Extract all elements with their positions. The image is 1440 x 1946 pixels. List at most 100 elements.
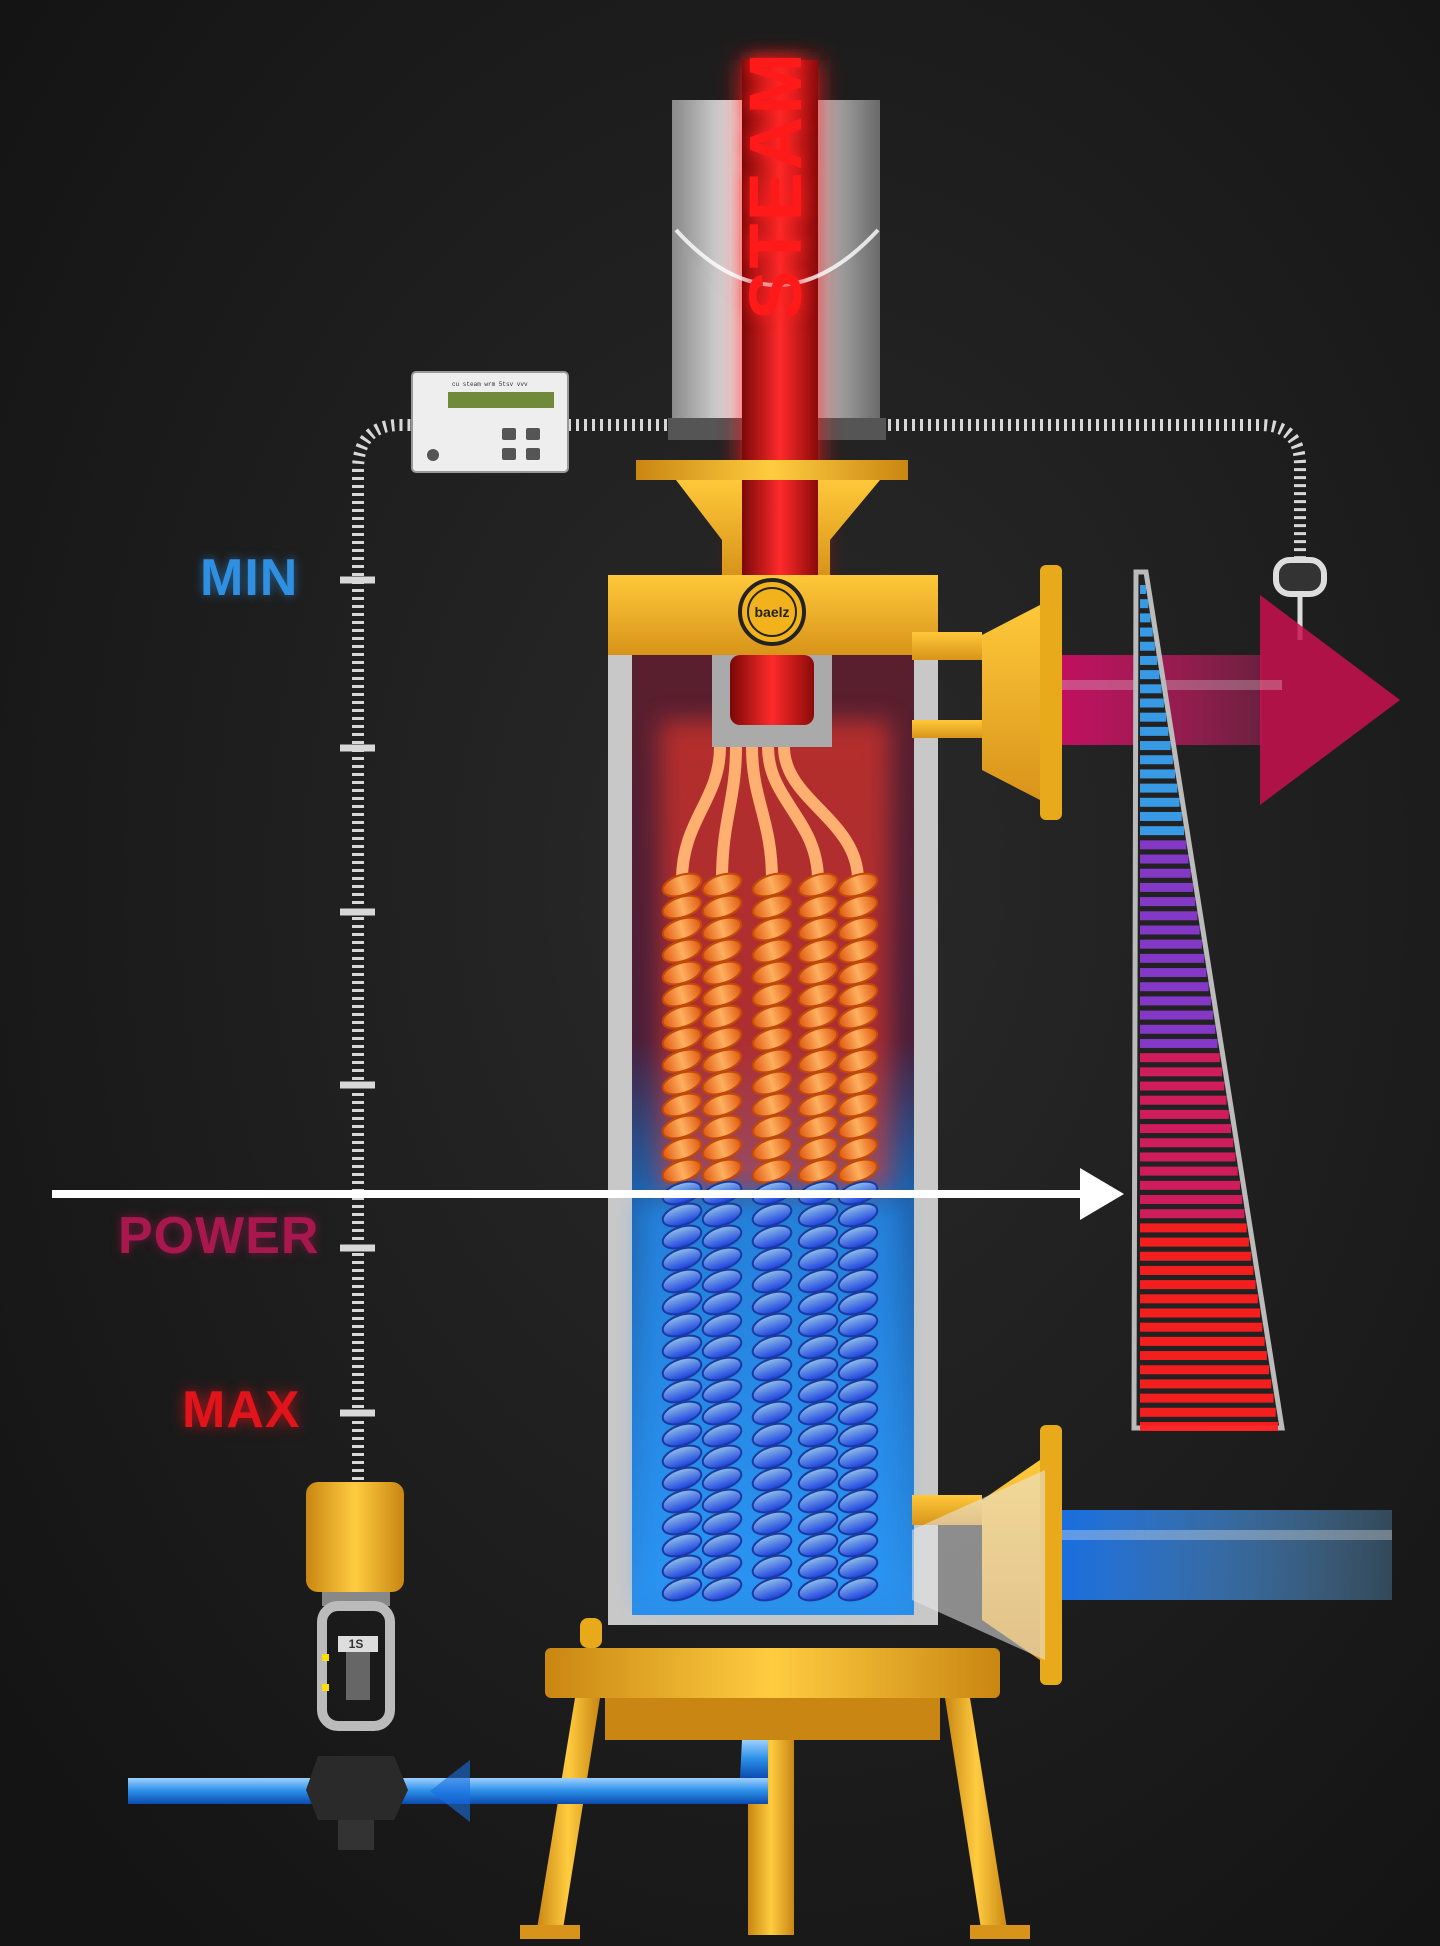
gauge-stripe [1140, 755, 1173, 765]
inlet-flow-icon [912, 1425, 1392, 1685]
coil-turn [701, 1532, 743, 1558]
coil-turn [701, 1092, 743, 1118]
coil-turn [701, 1554, 743, 1580]
coil-turn [701, 1026, 743, 1052]
gauge-stripe [1140, 655, 1158, 665]
coil-turn [837, 1268, 879, 1294]
gauge-stripe [1140, 797, 1180, 807]
gauge-stripe [1140, 840, 1187, 850]
gauge-stripe [1140, 811, 1182, 821]
coil-turn [797, 1026, 839, 1052]
gauge-stripe [1140, 1095, 1227, 1105]
coil-turn [701, 1070, 743, 1096]
coil-turn [797, 872, 839, 898]
coil-turn [701, 938, 743, 964]
coil-riser [676, 746, 726, 881]
brand-label: baelz [754, 604, 789, 620]
coil-turn [701, 1224, 743, 1250]
gauge-stripe [1140, 1024, 1216, 1034]
gauge-stripe [1140, 1209, 1245, 1219]
coil-turn [797, 1422, 839, 1448]
coil-turn [701, 1004, 743, 1030]
coil-turn [661, 1224, 703, 1250]
coil-turn [751, 1246, 793, 1272]
coil-turn [701, 1356, 743, 1382]
coil-turn [701, 1290, 743, 1316]
coil-turn [837, 938, 879, 964]
coil-turn [751, 1422, 793, 1448]
gauge-stripe [1140, 641, 1155, 651]
gauge-stripe [1140, 939, 1202, 949]
coil-turn [661, 1422, 703, 1448]
coil-turn [837, 1290, 879, 1316]
gauge-stripe [1140, 684, 1162, 694]
gauge-stripe [1140, 826, 1185, 836]
gauge-stripe [1140, 1379, 1272, 1389]
coil-turn [661, 872, 703, 898]
coil-turn [751, 1158, 793, 1184]
coil-turn [837, 1070, 879, 1096]
coil-turn [701, 1466, 743, 1492]
gauge-stripe [1140, 882, 1193, 892]
valve-tag: 1S [349, 1637, 364, 1651]
coil-turn [661, 982, 703, 1008]
coil-turn [661, 960, 703, 986]
brand-logo: baelz [738, 578, 806, 646]
coil-turn [661, 1312, 703, 1338]
coil-turn [701, 894, 743, 920]
vessel-base [520, 1618, 1030, 1939]
gauge-stripe [1140, 599, 1149, 609]
coil-turn [751, 1290, 793, 1316]
gauge-stripe [1140, 1081, 1225, 1091]
gauge-stripe [1140, 769, 1176, 779]
coil-turn [701, 1158, 743, 1184]
coil-turn [751, 960, 793, 986]
coil-turn [797, 1400, 839, 1426]
gauge-stripe [1140, 1124, 1232, 1134]
coil-turn [701, 1422, 743, 1448]
coil-turn [837, 1576, 879, 1602]
coil-turn [837, 1356, 879, 1382]
gauge-stripe [1140, 968, 1207, 978]
gauge-stripe [1140, 1166, 1238, 1176]
heating-coils-icon [661, 746, 879, 1602]
coil-turn [837, 1158, 879, 1184]
gauge-stripe [1140, 712, 1167, 722]
coil-turn [837, 1334, 879, 1360]
coil-turn [661, 1554, 703, 1580]
gauge-stripe [1140, 1393, 1274, 1403]
coil-turn [661, 938, 703, 964]
coil-turn [661, 1576, 703, 1602]
coil-turn [661, 1444, 703, 1470]
gauge-stripe [1140, 698, 1164, 708]
coil-turn [797, 1554, 839, 1580]
coil-turn [837, 1378, 879, 1404]
coil-turn [661, 1048, 703, 1074]
coil-riser [778, 746, 864, 881]
controller-display-icon[interactable]: cu steam wrm 5tsv vvv [411, 371, 569, 473]
coil-turn [751, 1466, 793, 1492]
coil-turn [661, 1400, 703, 1426]
coil-turn [701, 982, 743, 1008]
gauge-stripe [1140, 911, 1198, 921]
coil-turn [797, 982, 839, 1008]
coil-turn [661, 1202, 703, 1228]
coil-turn [701, 916, 743, 942]
gauge-stripe [1140, 1336, 1265, 1346]
gauge-stripe [1140, 1138, 1234, 1148]
coil-turn [751, 1004, 793, 1030]
coil-turn [661, 1158, 703, 1184]
coil-turn [661, 1356, 703, 1382]
power-wedge-gauge-icon [1131, 569, 1285, 1431]
coil-turn [837, 916, 879, 942]
coil-riser [716, 746, 742, 881]
coil-turn [751, 1378, 793, 1404]
coil-turn [661, 1334, 703, 1360]
coil-turn [701, 1378, 743, 1404]
coil-turn [661, 916, 703, 942]
gauge-stripe [1140, 1251, 1252, 1261]
coil-turn [701, 1136, 743, 1162]
coil-turn [797, 1246, 839, 1272]
gauge-stripe [1140, 613, 1151, 623]
coil-turn [661, 1136, 703, 1162]
